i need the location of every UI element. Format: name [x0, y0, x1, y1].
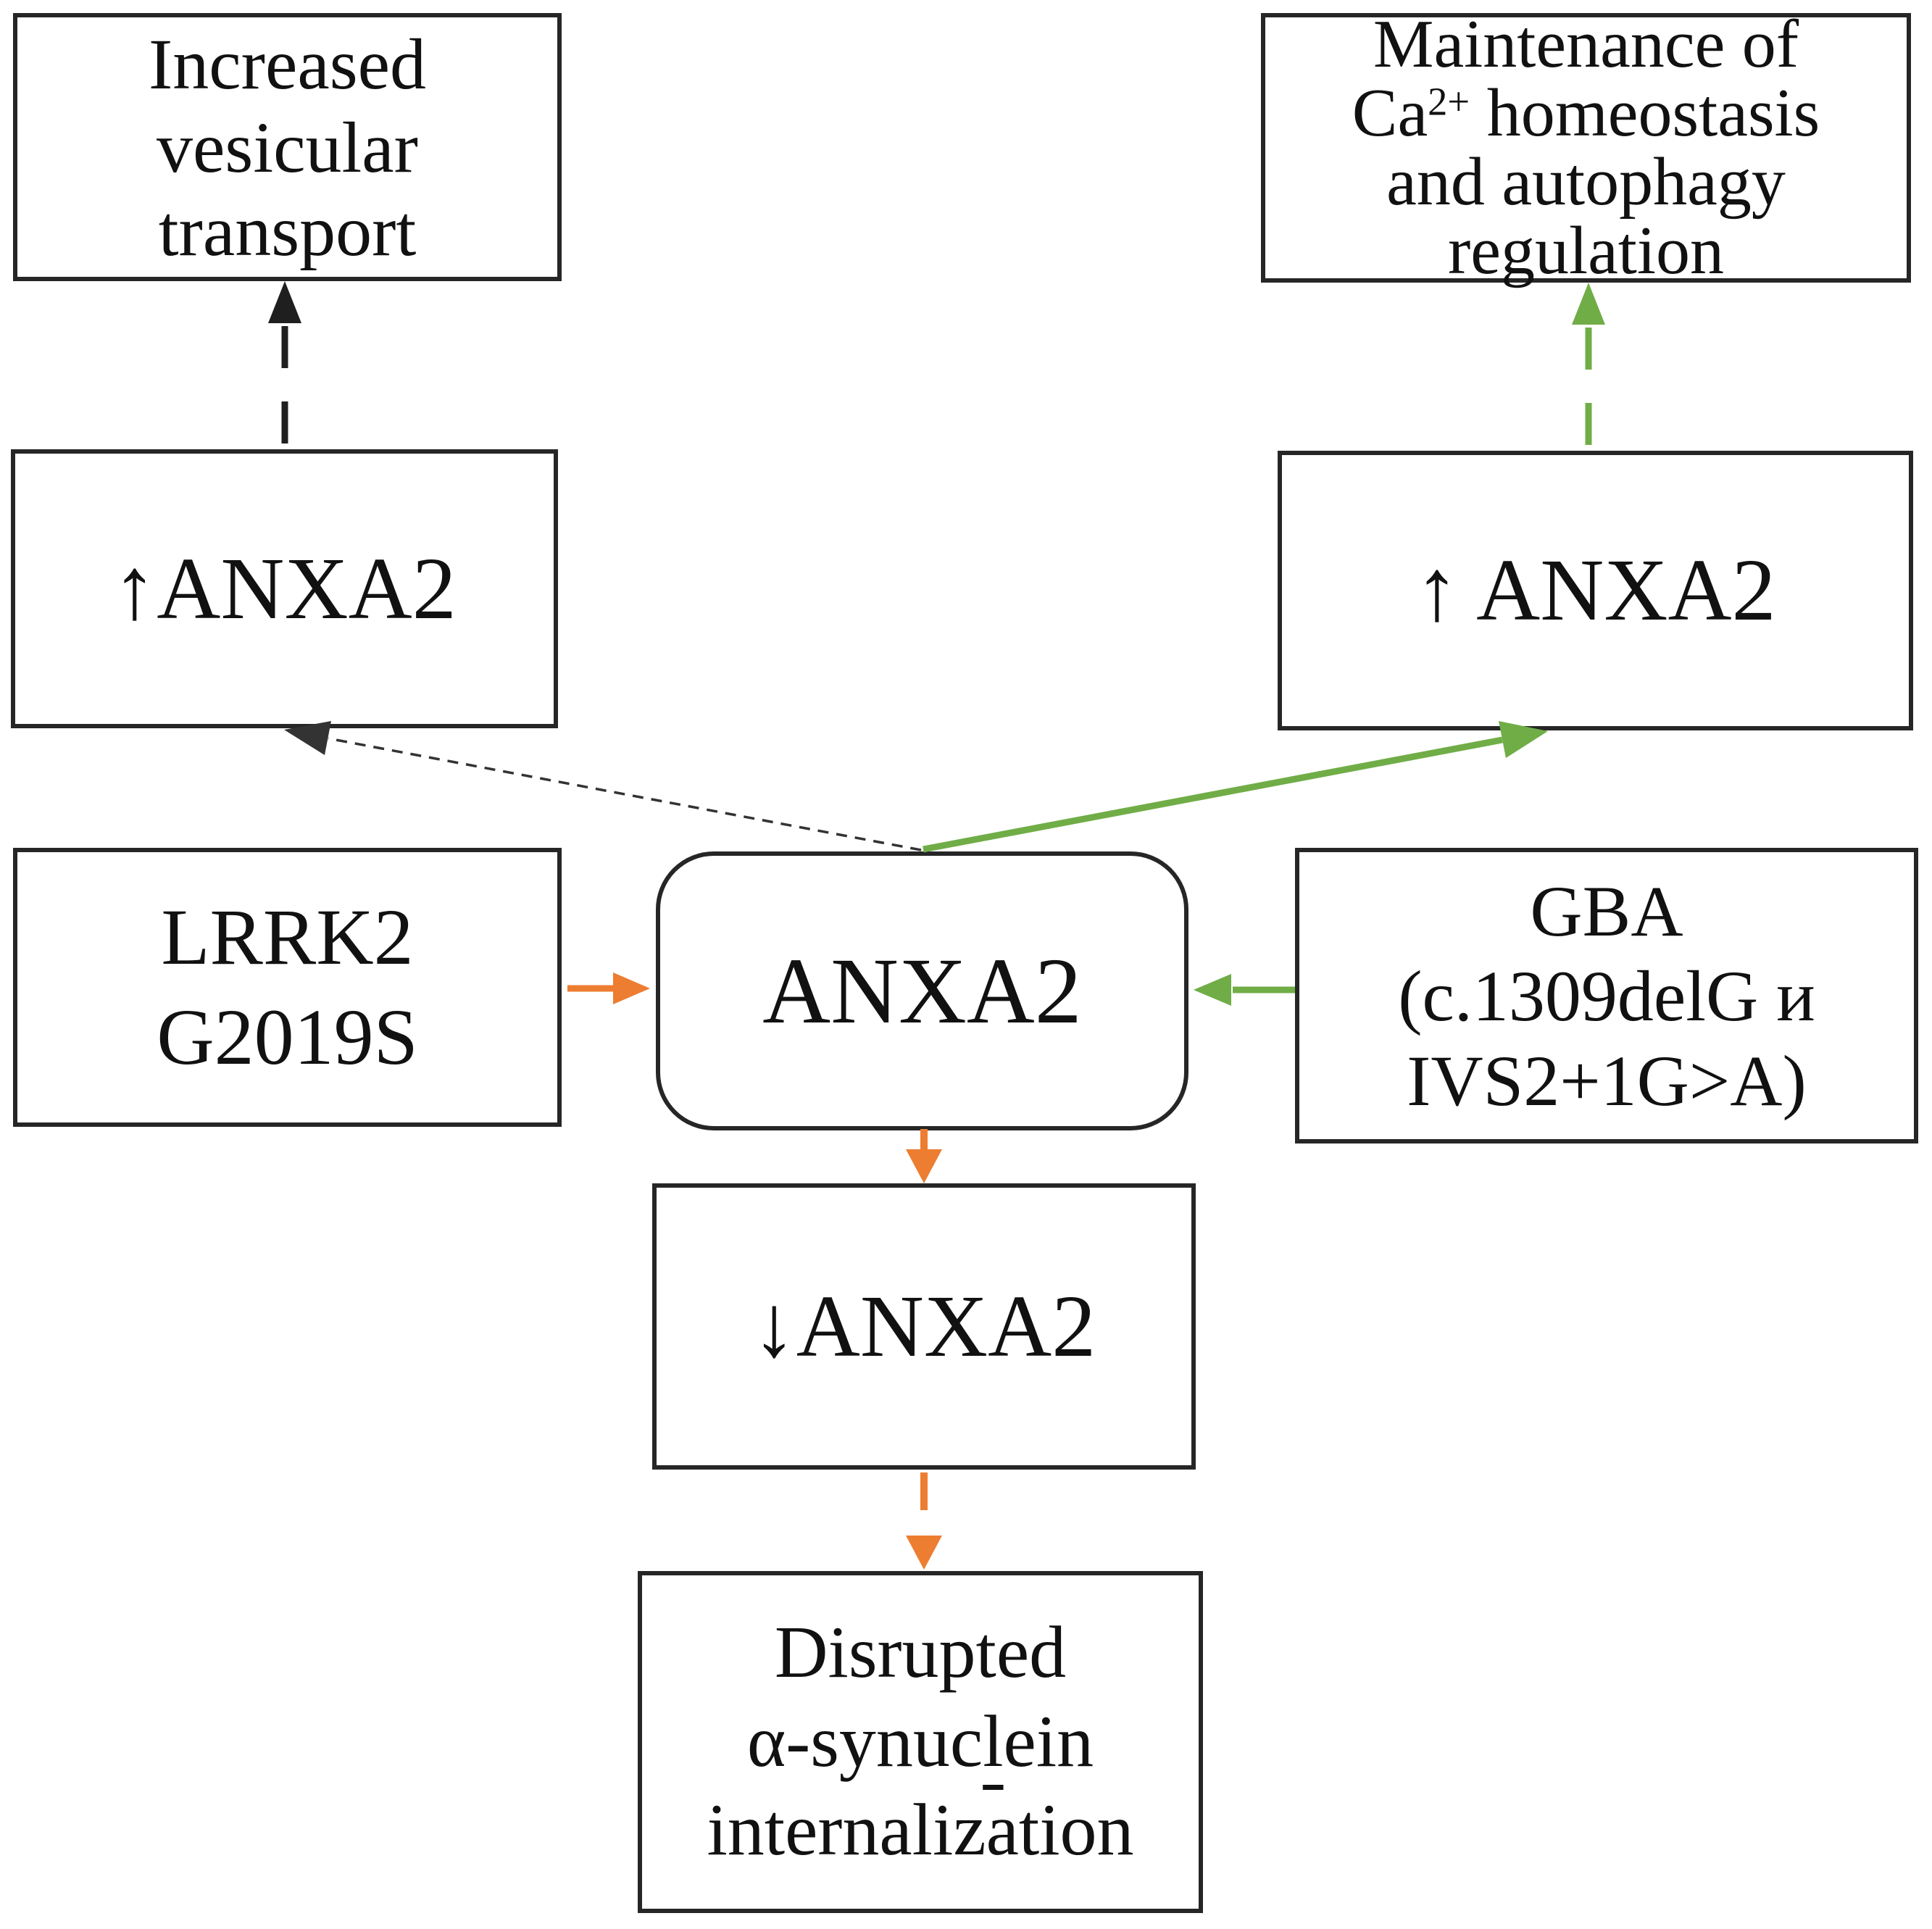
- homeostasis-text: homeostasis: [1470, 75, 1820, 151]
- arrowhead-up-right: [1572, 283, 1605, 325]
- node-label: ↓ANXA2: [751, 1277, 1096, 1375]
- synuclein-post: ein: [1003, 1700, 1094, 1783]
- synuclein-pre: α-synuc: [746, 1700, 983, 1783]
- arrowhead-lrrk2-to-anxa2: [613, 972, 650, 1004]
- arrowhead-down-to-disrupted: [906, 1536, 942, 1570]
- arrow-central-to-right-diagonal: [923, 736, 1503, 853]
- node-label: ↑ ANXA2: [1415, 541, 1776, 639]
- node-label: ANXA2: [762, 938, 1082, 1043]
- node-up-anxa2-right: ↑ ANXA2: [1278, 451, 1913, 730]
- node-disrupted-synuclein-internalization: Disrupted α-synuclein internalization: [638, 1571, 1203, 1913]
- node-gba-mutations: GBA (c.1309delG и IVS2+1G>A): [1295, 848, 1918, 1143]
- node-text-line: LRRK2: [161, 893, 414, 981]
- node-text-line: Maintenance of: [1373, 7, 1799, 83]
- node-text-line: (c.1309delG и: [1398, 955, 1815, 1036]
- node-text-line: vesicular: [157, 107, 418, 188]
- node-increased-vesicular-transport: Increased vesicular transport: [13, 13, 562, 281]
- node-text-line: G2019S: [157, 992, 418, 1081]
- ca-text: Ca: [1352, 75, 1428, 151]
- node-down-anxa2: ↓ANXA2: [652, 1183, 1196, 1470]
- node-text-line: GBA: [1530, 870, 1683, 951]
- node-text-line: internalization: [707, 1789, 1134, 1872]
- node-up-anxa2-left: ↑ANXA2: [11, 449, 558, 728]
- arrow-central-to-left-diagonal: [328, 737, 922, 851]
- node-text-line: α-synuclein: [747, 1698, 1094, 1786]
- node-text-line: Ca2+ homeostasis: [1352, 79, 1820, 148]
- arrowhead-gba-to-anxa2: [1194, 974, 1231, 1006]
- node-text-line: and autophagy: [1386, 144, 1786, 220]
- arrowhead-up-left: [268, 281, 301, 323]
- arrowhead-anxa2-to-down: [906, 1149, 942, 1183]
- node-text-line: regulation: [1447, 212, 1725, 288]
- ca-superscript: 2+: [1428, 79, 1470, 124]
- node-text-line: Disrupted: [774, 1612, 1067, 1694]
- node-anxa2-central: ANXA2: [656, 851, 1188, 1130]
- synuclein-underlined-l: l: [983, 1700, 1004, 1783]
- node-text-line: transport: [158, 190, 417, 271]
- node-label: ↑ANXA2: [112, 539, 457, 638]
- node-text-line: IVS2+1G>A): [1407, 1040, 1807, 1121]
- node-maintenance-ca-homeostasis: Maintenance of Ca2+ homeostasis and auto…: [1261, 7, 1911, 288]
- node-lrrk2-g2019s: LRRK2 G2019S: [13, 848, 562, 1127]
- node-text-line: Increased: [148, 23, 427, 104]
